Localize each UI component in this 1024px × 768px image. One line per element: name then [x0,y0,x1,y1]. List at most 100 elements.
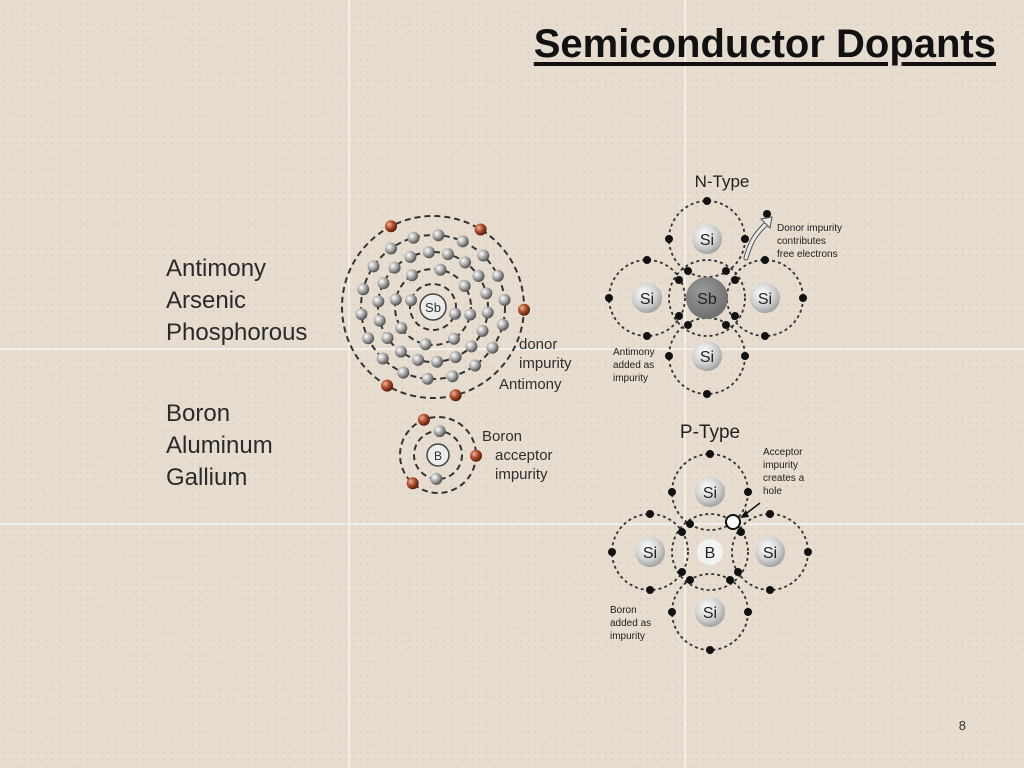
bond-electron [741,352,749,360]
n-type-callout-line: Donor impurity [777,223,842,234]
bond-electron [665,352,673,360]
electron [394,345,407,358]
boron-nucleus-label: B [434,449,442,463]
bond-electron [686,576,694,584]
p-type-callout-line: impurity [763,460,798,471]
electron [372,295,385,308]
bond-electron [684,267,692,275]
electron [412,353,425,366]
bond-electron [726,576,734,584]
valence-electron [385,220,397,233]
p-type-note-line: impurity [610,631,645,642]
electron [456,235,469,248]
bond-electron [605,294,613,302]
boron-atom: B [399,413,482,494]
electron [459,256,472,269]
electron [449,351,462,364]
antimony-caption-line: donor [519,336,557,353]
antimony-atom: Sb [341,215,530,402]
electron [389,293,402,306]
hole-marker [725,514,741,530]
n-type-note-line: added as [613,360,654,371]
electron [430,472,443,485]
electron [355,308,368,321]
electron [441,248,454,261]
n-type-left-atom: Si [640,291,654,308]
electron [397,366,410,379]
electron [480,287,493,300]
p-type-callout-line: hole [763,486,782,497]
electron [498,293,511,306]
antimony-nucleus-label: Sb [425,300,441,315]
antimony-caption-line: impurity [519,355,572,372]
grid-line-horizontal [0,348,1024,350]
n-type-title: N-Type [695,172,750,191]
acceptor-element: Boron [166,400,231,427]
acceptor-element: Aluminum [166,432,273,459]
shell-electrons [355,220,530,402]
slide-number: 8 [958,718,966,733]
bond-electron [706,646,714,654]
electron [376,352,389,365]
bond-electron [668,608,676,616]
n-type-callout-line: free electrons [777,249,838,260]
donor-element: Phosphorous [166,319,308,346]
valence-electron [474,223,487,236]
bond-electron [668,488,676,496]
electron [496,318,509,331]
boron-caption-line: Boron [482,428,522,445]
electron [419,338,432,351]
electron [421,372,434,385]
antimony-caption-line: Antimony [499,376,562,393]
p-type-callout-line: Acceptor [763,447,803,458]
bond-electron [706,450,714,458]
electron [469,359,481,372]
electron [395,322,408,334]
boron-caption-line: impurity [495,466,548,483]
bond-electron [722,321,730,329]
electron [486,341,499,354]
bond-electron [744,488,752,496]
electron [433,425,446,438]
acceptor-element-list: Boron Aluminum Gallium [166,398,273,494]
electron [434,263,447,276]
valence-electrons [608,450,812,654]
grid-line-vertical [348,0,350,768]
electron [431,355,444,368]
grid-line-vertical [684,0,686,768]
electron [407,231,420,244]
valence-electrons [605,197,807,398]
bond-electron [737,528,745,536]
boron-caption-line: acceptor [495,447,553,464]
bond-electron [731,276,739,284]
p-type-top-atom: Si [703,485,717,502]
electron [406,269,418,282]
electron [477,249,490,262]
acceptor-element: Gallium [166,464,248,491]
bond-electron [686,520,694,528]
grid-line-horizontal [0,523,1024,525]
bond-electron [731,312,739,320]
bond-electron [678,528,686,536]
valence-electron [406,477,419,490]
n-type-center-atom: Sb [697,291,717,308]
electron [465,340,478,353]
electron [472,270,485,282]
electron [449,307,461,320]
p-type-note-line: added as [610,618,651,629]
electron [432,229,445,242]
electron [385,242,397,255]
bond-electron [734,568,742,576]
electron [381,332,394,344]
bond-electron [761,256,769,264]
bond-electron [665,235,673,243]
electron [491,269,504,282]
bond-electron [643,256,651,264]
bond-electron [646,510,654,518]
electron [405,294,417,307]
slide-title: Semiconductor Dopants [533,22,996,66]
bond-electron [799,294,807,302]
electron [481,306,494,319]
donor-element: Arsenic [166,287,247,314]
